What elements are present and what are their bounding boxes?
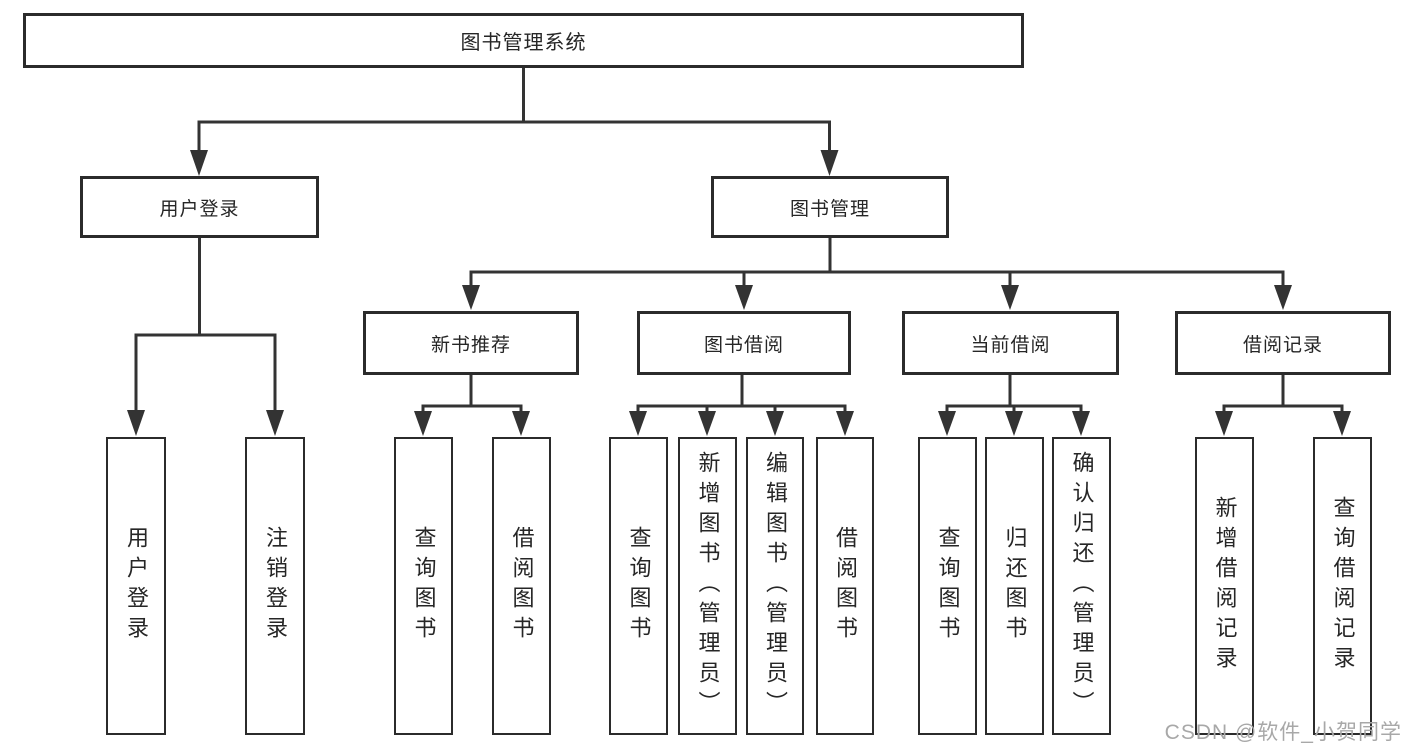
node-label: 编辑图书（管理员） (763, 451, 788, 721)
node-book-management: 图书管理 (711, 176, 949, 238)
connector-current-borrow-children (938, 373, 1090, 436)
node-label: 图书借阅 (703, 334, 784, 356)
node-label: 新增图书（管理员） (695, 451, 721, 721)
node-add-book-admin: 新增图书（管理员） (678, 437, 737, 735)
connector-book-borrow-children (629, 373, 854, 436)
arrow-down-icon (1333, 411, 1351, 436)
node-label: 图书管理 (789, 198, 870, 220)
node-return-books: 归还图书 (985, 437, 1044, 735)
arrow-down-icon (820, 150, 839, 176)
node-logout-action: 注销登录 (245, 437, 305, 735)
node-new-borrow-record: 新增借阅记录 (1195, 437, 1254, 735)
node-label: 查询图书 (411, 526, 437, 646)
node-current-borrowing: 当前借阅 (902, 311, 1119, 375)
node-label: 借阅图书 (833, 526, 858, 646)
node-book-borrowing: 图书借阅 (637, 311, 851, 375)
node-query-books-borrow: 查询图书 (609, 437, 668, 735)
node-label: 新书推荐 (430, 334, 511, 356)
node-edit-book-admin: 编辑图书（管理员） (746, 437, 804, 735)
node-label: 图书管理系统 (460, 32, 587, 54)
node-borrowing-records: 借阅记录 (1175, 311, 1391, 375)
node-label: 查询图书 (626, 526, 652, 646)
arrow-down-icon (629, 411, 647, 436)
node-user-login-action: 用户登录 (106, 437, 166, 735)
node-query-books-current: 查询图书 (918, 437, 977, 735)
node-borrow-books-recommend: 借阅图书 (492, 437, 551, 735)
node-label: 归还图书 (1002, 526, 1028, 646)
arrow-down-icon (266, 410, 284, 436)
node-label: 查询图书 (935, 526, 961, 646)
node-label: 用户登录 (159, 198, 240, 220)
arrow-down-icon (1072, 411, 1090, 436)
node-label: 新增借阅记录 (1212, 496, 1238, 676)
node-label: 用户登录 (124, 526, 149, 646)
arrow-down-icon (1274, 285, 1292, 310)
node-user-login: 用户登录 (80, 176, 319, 238)
node-label: 当前借阅 (970, 334, 1051, 356)
arrow-down-icon (698, 411, 716, 436)
connector-user-login-children (127, 236, 284, 436)
node-query-books-recommend: 查询图书 (394, 437, 453, 735)
connector-book-management-children (462, 236, 1292, 310)
node-borrow-books-action: 借阅图书 (816, 437, 874, 735)
arrow-down-icon (836, 411, 854, 436)
node-label: 借阅记录 (1242, 334, 1323, 356)
node-query-borrow-record: 查询借阅记录 (1313, 437, 1372, 735)
arrow-down-icon (938, 411, 956, 436)
arrow-down-icon (127, 410, 145, 436)
arrow-down-icon (1005, 411, 1023, 436)
node-label: 注销登录 (263, 526, 288, 646)
node-library-management-system: 图书管理系统 (23, 13, 1024, 68)
node-label: 确认归还（管理员） (1069, 451, 1095, 721)
arrow-down-icon (735, 285, 753, 310)
arrow-down-icon (462, 285, 480, 310)
node-label: 借阅图书 (509, 526, 535, 646)
node-confirm-return-admin: 确认归还（管理员） (1052, 437, 1111, 735)
node-new-book-recommendation: 新书推荐 (363, 311, 579, 375)
arrow-down-icon (512, 411, 530, 436)
arrow-down-icon (190, 150, 208, 176)
connector-borrow-records-children (1215, 373, 1351, 436)
arrow-down-icon (1001, 285, 1019, 310)
connector-root-to-level2 (190, 66, 839, 176)
csdn-watermark: CSDN @软件_小贺同学 (1164, 721, 1402, 744)
arrow-down-icon (414, 411, 432, 436)
connector-new-book-children (414, 373, 530, 436)
node-label: 查询借阅记录 (1330, 496, 1356, 676)
arrow-down-icon (766, 411, 784, 436)
arrow-down-icon (1215, 411, 1233, 436)
